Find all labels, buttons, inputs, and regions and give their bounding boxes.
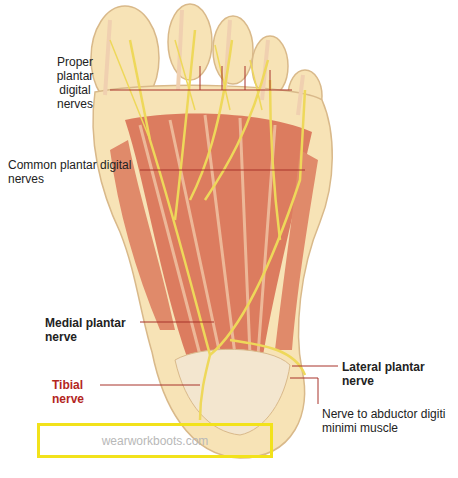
- muscles: [105, 10, 318, 435]
- part-label: Nerve to abductor digiti minimi muscle: [322, 407, 450, 435]
- part-label: Proper plantar digital nerves: [45, 55, 105, 111]
- part-label: Common plantar digital nerves: [8, 158, 136, 186]
- nerves: [110, 30, 305, 420]
- highlight-box: wearworkboots.com: [37, 423, 273, 458]
- watermark-text: wearworkboots.com: [102, 434, 209, 448]
- part-label: Medial plantar nerve: [45, 316, 137, 344]
- foot-outline: [91, 4, 332, 458]
- part-label: Lateral plantar nerve: [342, 360, 442, 388]
- part-label: Tibial nerve: [52, 378, 98, 406]
- leader-lines: [100, 66, 338, 404]
